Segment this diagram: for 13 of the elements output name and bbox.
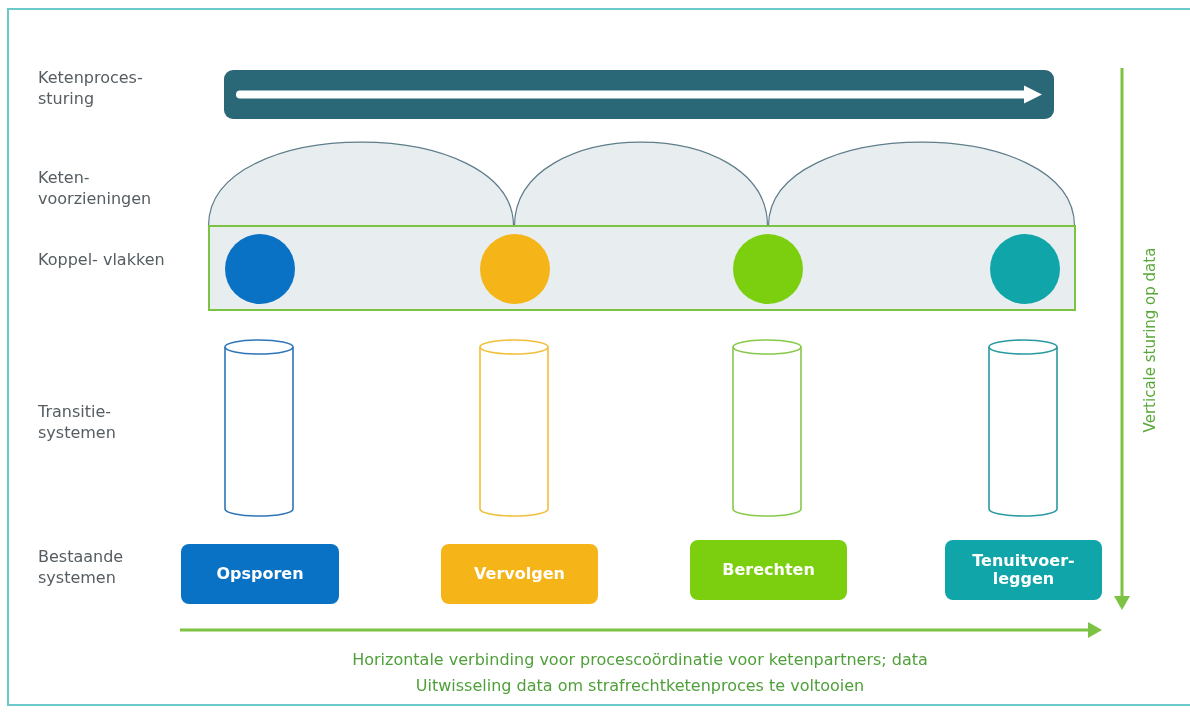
row-label: Koppel- vlakken	[38, 250, 166, 271]
row-label: Bestaande systemen	[38, 547, 125, 589]
caption-text: Horizontale verbinding voor procescoördinatie voor ketenpartners; data	[351, 650, 929, 669]
axis-label: Verticale sturing op data	[1141, 246, 1159, 435]
caption-text: Uitwisseling data om strafrechtketenproces te voltooien	[414, 676, 866, 695]
process-bar	[224, 70, 1054, 119]
process-box: Opsporen	[181, 544, 339, 604]
process-box: Tenuitvoer- leggen	[945, 540, 1102, 600]
process-box: Vervolgen	[441, 544, 598, 604]
process-box: Berechten	[690, 540, 847, 600]
row-label: Transitie- systemen	[38, 402, 117, 444]
row-label: Keten- voorzieningen	[38, 168, 153, 210]
row-label: Ketenproces- sturing	[38, 68, 144, 110]
